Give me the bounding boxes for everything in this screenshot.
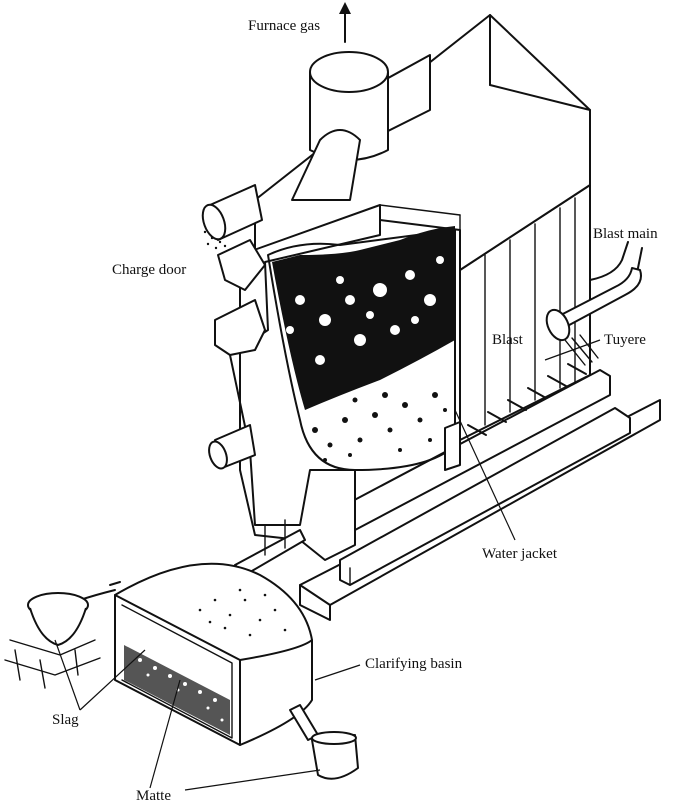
label-water-jacket: Water jacket: [482, 546, 558, 562]
cutaway-interior: [267, 229, 456, 471]
label-blast: Blast: [492, 332, 524, 348]
label-matte: Matte: [136, 788, 171, 804]
matte-ladle: [289, 704, 359, 780]
label-slag: Slag: [52, 712, 79, 728]
lower-pipe: [208, 424, 256, 470]
charge-door: [214, 239, 266, 356]
label-furnace-gas: Furnace gas: [248, 18, 320, 34]
clarifying-basin: [114, 562, 313, 746]
water-jacket-post: [444, 421, 461, 471]
leader-lines: [54, 339, 601, 791]
label-blast-main: Blast main: [593, 226, 658, 242]
blast-main-pipe: [545, 241, 643, 342]
label-clarifying-basin: Clarifying basin: [365, 656, 463, 672]
furnace-charge: [272, 226, 455, 462]
furnace-gas-arrow: [339, 2, 351, 43]
chimney: [291, 51, 389, 201]
label-charge-door: Charge door: [112, 262, 186, 278]
charge-pipe: [201, 184, 263, 250]
label-tuyere: Tuyere: [604, 332, 646, 348]
slag-pot: [4, 592, 101, 689]
tuyeres: [467, 334, 599, 436]
furnace-base: [299, 369, 661, 621]
